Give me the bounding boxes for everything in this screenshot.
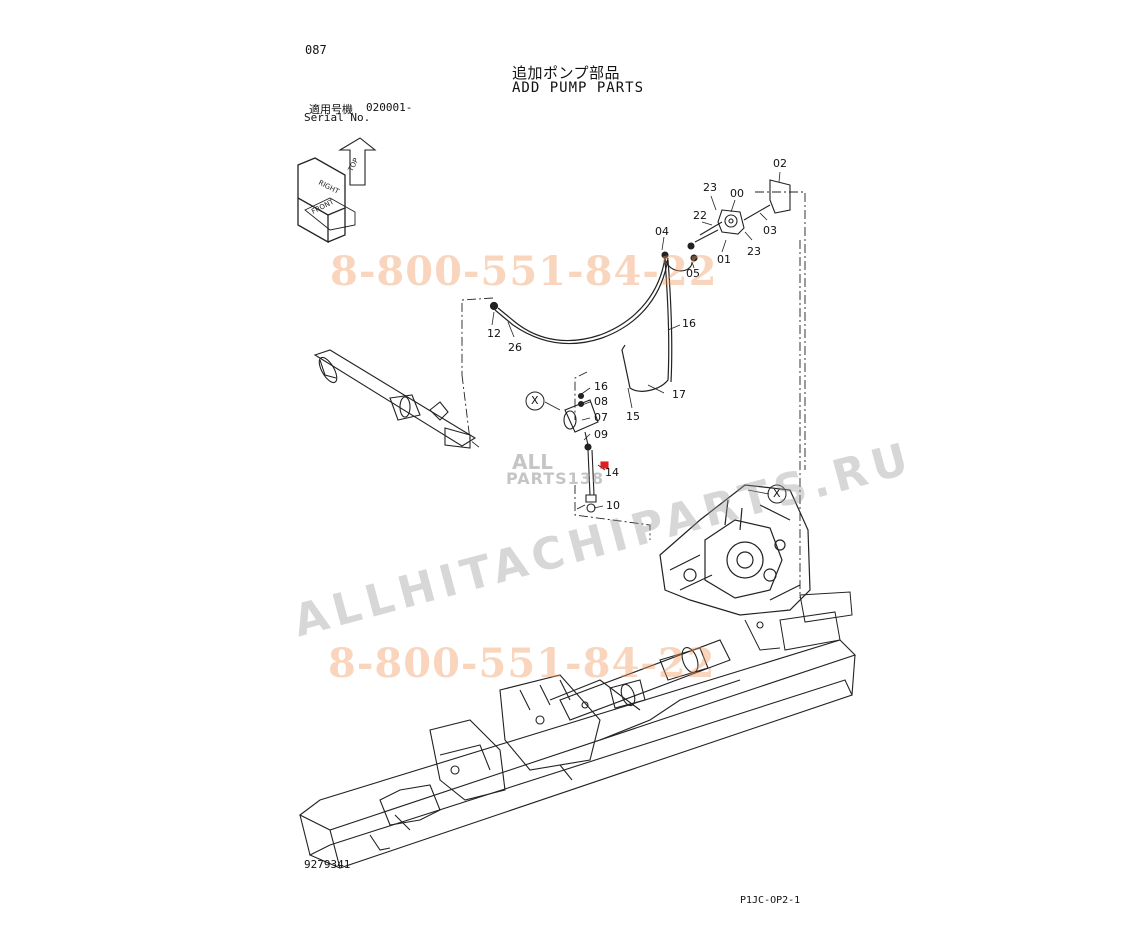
callout-26: 26 [508,341,522,354]
sheet-code: P1JC-OP2-1 [740,895,801,906]
reference-marker-x-left-label: X [531,394,539,407]
callout-03: 03 [763,224,777,237]
callout-07: 07 [594,411,608,424]
callout-01: 01 [717,253,731,266]
highlighted-part-14 [600,461,609,469]
serial-label-japanese: 適用号機 [309,103,353,116]
lower-frame [298,621,857,869]
orientation-label-top: TOP [346,157,360,174]
callout-09: 09 [594,428,608,441]
callout-22: 22 [693,209,707,222]
callout-10: 10 [606,499,620,512]
callout-05: 05 [686,267,700,280]
callout-00: 00 [730,187,744,200]
callout-02: 02 [773,157,787,170]
callout-15: 15 [626,410,640,423]
orientation-icon: RIGHT TOP FRONT [297,137,377,244]
hose-line [489,257,673,392]
drawing-number: 9279341 [304,858,351,871]
page-title-japanese: 追加ポンプ部品 [512,64,621,82]
orientation-label-right: RIGHT [317,179,341,196]
fitting-cluster [563,392,609,513]
callout-08: 08 [594,395,608,408]
reference-marker-x-right-label: X [773,487,781,500]
callout-23: 23 [703,181,717,194]
callout-17: 17 [672,388,686,401]
page-number: 087 [305,43,327,57]
reference-marker-x-right [767,484,787,504]
serial-number-value: 020001- [366,101,413,114]
reference-marker-x-left [525,391,545,411]
callout-16-upper: 16 [682,317,696,330]
callout-23-lower: 23 [747,245,761,258]
page-title-english: ADD PUMP PARTS [512,80,645,96]
left-pipe-assembly [313,349,477,449]
callout-14: 14 [605,466,619,479]
callout-16-lower: 16 [594,380,608,393]
callout-04: 04 [655,225,669,238]
main-pump-body [659,484,811,616]
callout-12: 12 [487,327,501,340]
serial-label-english: Serial No. [304,111,371,124]
